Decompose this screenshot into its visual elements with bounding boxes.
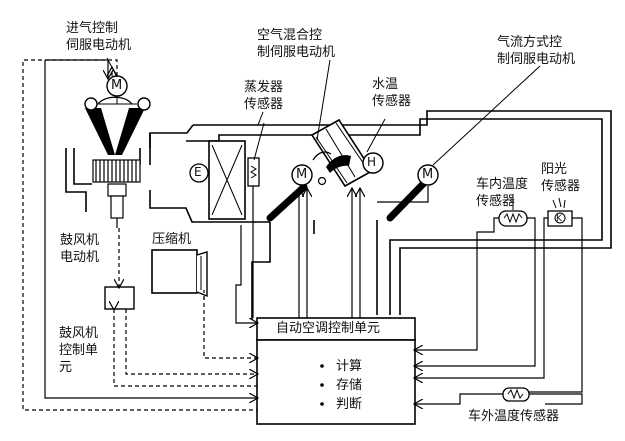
ecu-item-store: 存储: [336, 378, 363, 393]
evaporator-sensor: [247, 122, 265, 187]
blower-motor-label: 鼓风机 电动机: [60, 233, 100, 265]
ecu-box: [256, 317, 416, 425]
evaporator-sensor-label: 蒸发器 传感器: [244, 80, 284, 112]
sun-sensor-label: 阳光 传感器: [541, 162, 581, 194]
compressor-label: 压缩机: [152, 232, 192, 247]
air-duct: [149, 110, 612, 320]
airmix-servo-label: 空气混合控 制伺服电动机: [257, 28, 336, 60]
evaporator-symbol-label: E: [194, 165, 202, 179]
ecu-title: 自动空调控制单元: [276, 321, 381, 336]
ecu-item-judge: 判断: [336, 397, 363, 412]
airflow-door: [386, 178, 429, 222]
blower-unit-label: 鼓风机 控制单 元: [59, 326, 99, 375]
water-temp-sensor-label: 水温 传感器: [372, 77, 412, 109]
water-valve: [326, 155, 351, 173]
airflow-servo-label: 气流方式控 制伺服电动机: [497, 35, 576, 67]
incar-sensor-label: 车内温度 传感器: [476, 177, 529, 209]
intake-mechanism: [65, 57, 151, 212]
airmix-motor-symbol: M: [296, 167, 308, 182]
incar-sensor: [498, 210, 528, 227]
outside-sensor: [502, 387, 530, 402]
evaporator: [208, 140, 246, 220]
ecu-item-compute: 计算: [336, 359, 363, 374]
heater-symbol: [362, 152, 384, 174]
blower-fan: [92, 159, 141, 228]
heater-symbol-label: H: [367, 155, 377, 169]
blower-control-unit: [104, 286, 135, 310]
evaporator-symbol: [189, 163, 209, 183]
intake-motor-symbol: M: [111, 78, 123, 93]
outside-sensor-label: 车外温度传感器: [468, 409, 560, 424]
intake-servo-label: 进气控制 伺服电动机: [66, 21, 132, 53]
airflow-motor-symbol: M: [422, 167, 434, 182]
airflow-motor: [417, 164, 439, 186]
airmix-motor: [291, 164, 313, 186]
sun-sensor-symbol: K: [556, 214, 562, 224]
compressor: [151, 249, 208, 298]
